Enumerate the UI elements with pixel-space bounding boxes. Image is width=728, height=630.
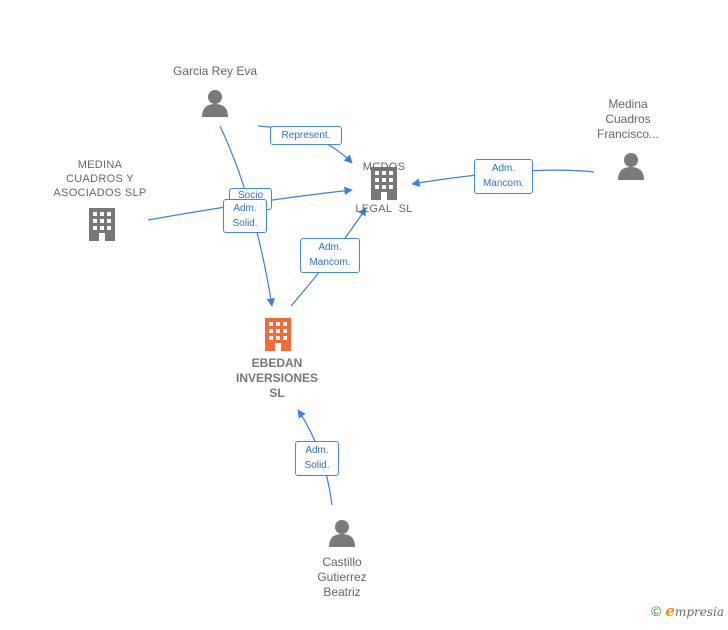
edge-label-text: Mancom.: [482, 178, 525, 189]
node-label-castillo[interactable]: Castillo Gutierrez Beatriz: [292, 555, 392, 600]
edge-label-text: Adm.: [305, 445, 329, 456]
node-label-garcia-line: Garcia Rey Eva: [172, 64, 258, 78]
node-label-line: CUADROS Y: [66, 173, 134, 185]
node-label-line: Medina: [608, 97, 648, 111]
node-label-line: Gutierrez: [317, 570, 367, 584]
brand-logo: empresia: [665, 602, 724, 620]
brand-rest: mpresia: [674, 605, 724, 619]
person-icon-medina-francisco: [618, 153, 644, 180]
node-label-mcdos[interactable]: MCDOS LEGAL SL: [334, 132, 434, 230]
node-label-ebedan[interactable]: EBEDAN INVERSIONES SL: [218, 356, 336, 401]
node-label-line: MEDINA: [77, 159, 123, 171]
node-label-garcia[interactable]: Garcia Rey Eva: [150, 64, 280, 79]
brand-initial: e: [665, 602, 675, 620]
edge-label-text: Solid.: [232, 218, 258, 229]
node-label-line: ASOCIADOS SLP: [53, 187, 147, 199]
node-label-line: Beatriz: [323, 585, 361, 599]
edge-label-text: Represent.: [281, 130, 331, 141]
building-icon-medina-slp: [89, 208, 115, 241]
edge-label-represent[interactable]: Represent.: [270, 126, 342, 145]
node-label-line: Cuadros: [605, 112, 651, 126]
node-label-medina-slp[interactable]: MEDINA CUADROS Y ASOCIADOS SLP: [40, 158, 160, 200]
node-label-medina-francisco[interactable]: Medina Cuadros Francisco...: [578, 97, 678, 142]
edge-label-text: Adm.: [233, 203, 257, 214]
copyright-icon: ©: [651, 603, 662, 619]
person-icon-castillo: [329, 520, 355, 547]
edge-label-text: Adm.: [491, 163, 516, 174]
node-label-line: Castillo: [322, 555, 362, 569]
edge-label-adm-solid-bottom[interactable]: Adm. Solid.: [295, 441, 339, 476]
node-label-line: LEGAL SL: [355, 203, 413, 215]
building-icon-ebedan: [265, 318, 291, 351]
node-label-line: SL: [269, 386, 285, 400]
footer-brand[interactable]: © empresia: [651, 602, 724, 620]
edge-label-adm-mancom-mid[interactable]: Adm. Mancom.: [300, 238, 360, 273]
person-icon-garcia: [202, 90, 228, 117]
edge-label-text: Socio: [237, 190, 263, 201]
edge-label-adm-solid-top[interactable]: Adm. Solid.: [223, 199, 267, 233]
edge-label-text: Adm.: [318, 242, 342, 253]
edge-label-text: Solid.: [304, 460, 330, 471]
node-label-line: MCDOS: [362, 161, 406, 173]
building-icon-mcdos: [371, 167, 397, 200]
edge-label-text: Mancom.: [309, 257, 351, 268]
node-label-line: EBEDAN: [251, 356, 303, 370]
edge-label-adm-mancom-right[interactable]: Adm. Mancom.: [474, 159, 533, 194]
node-label-line: INVERSIONES: [235, 371, 319, 385]
node-label-line: Francisco...: [596, 127, 659, 141]
